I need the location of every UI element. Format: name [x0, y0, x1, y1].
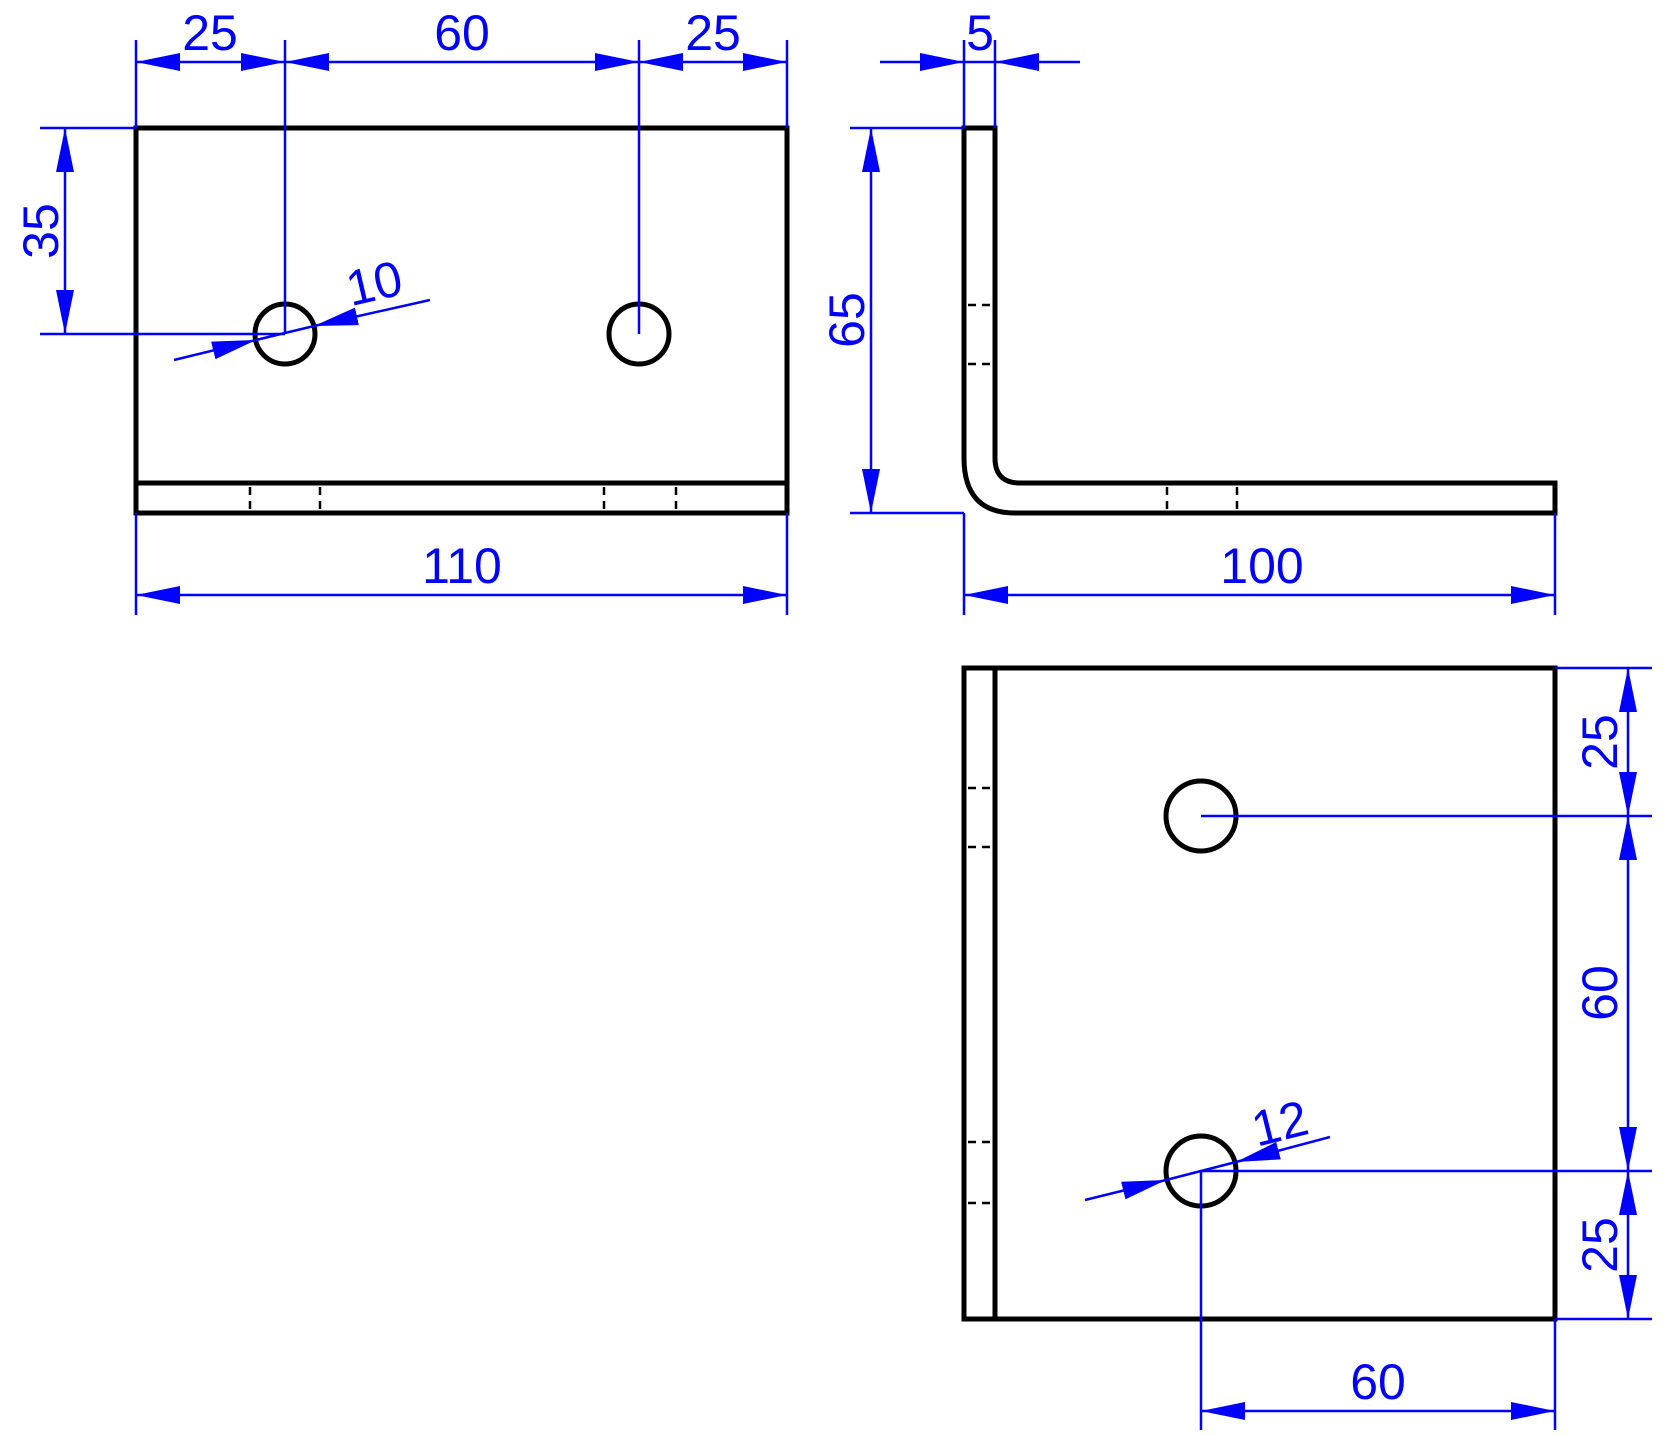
side-view: 5 65 100	[819, 5, 1558, 615]
side-angle-profile	[961, 125, 1558, 516]
front-hidden-lines	[248, 487, 678, 510]
dim-line-hole-diameter-outer	[313, 298, 431, 328]
dim-label-top-hole-spacing: 60	[1572, 965, 1628, 1021]
side-extension-lines	[850, 40, 1557, 615]
dim-line-top-hole-diameter-outer	[1235, 1135, 1331, 1164]
dim-label-top-hole-diameter: 12	[1246, 1090, 1314, 1158]
dim-label-height: 65	[819, 292, 875, 348]
dim-label-hole-height: 35	[13, 203, 69, 259]
dim-label-length: 100	[1220, 538, 1303, 594]
dim-line-hole-diameter-inner	[255, 324, 315, 342]
dim-label-right-offset: 25	[685, 5, 741, 61]
top-hidden-lines	[968, 786, 992, 1205]
dim-label-hole-diameter: 10	[341, 250, 408, 317]
front-extension-lines	[40, 40, 789, 615]
top-view: 25 60 25 12 60	[961, 665, 1652, 1430]
top-plate-outline	[961, 665, 1558, 1322]
dim-label-thickness: 5	[966, 5, 994, 61]
dim-label-overall-width: 110	[422, 538, 502, 594]
dim-line-top-hole-diameter	[1084, 1178, 1167, 1202]
dim-line-top-hole-diameter-inner	[1165, 1160, 1237, 1182]
dim-label-bottom-offset: 25	[1572, 1217, 1628, 1273]
dim-label-top-offset: 25	[1572, 714, 1628, 770]
dim-line-hole-diameter	[173, 338, 257, 362]
front-view: 25 60 25 35 10 110	[13, 5, 790, 615]
front-plate-outline	[133, 125, 790, 516]
side-hidden-lines	[968, 303, 1239, 510]
dim-label-left-offset: 25	[182, 5, 238, 61]
top-extension-lines	[1199, 666, 1652, 1430]
dim-label-hole-spacing: 60	[434, 5, 490, 61]
dim-label-hole-from-edge: 60	[1350, 1354, 1406, 1410]
